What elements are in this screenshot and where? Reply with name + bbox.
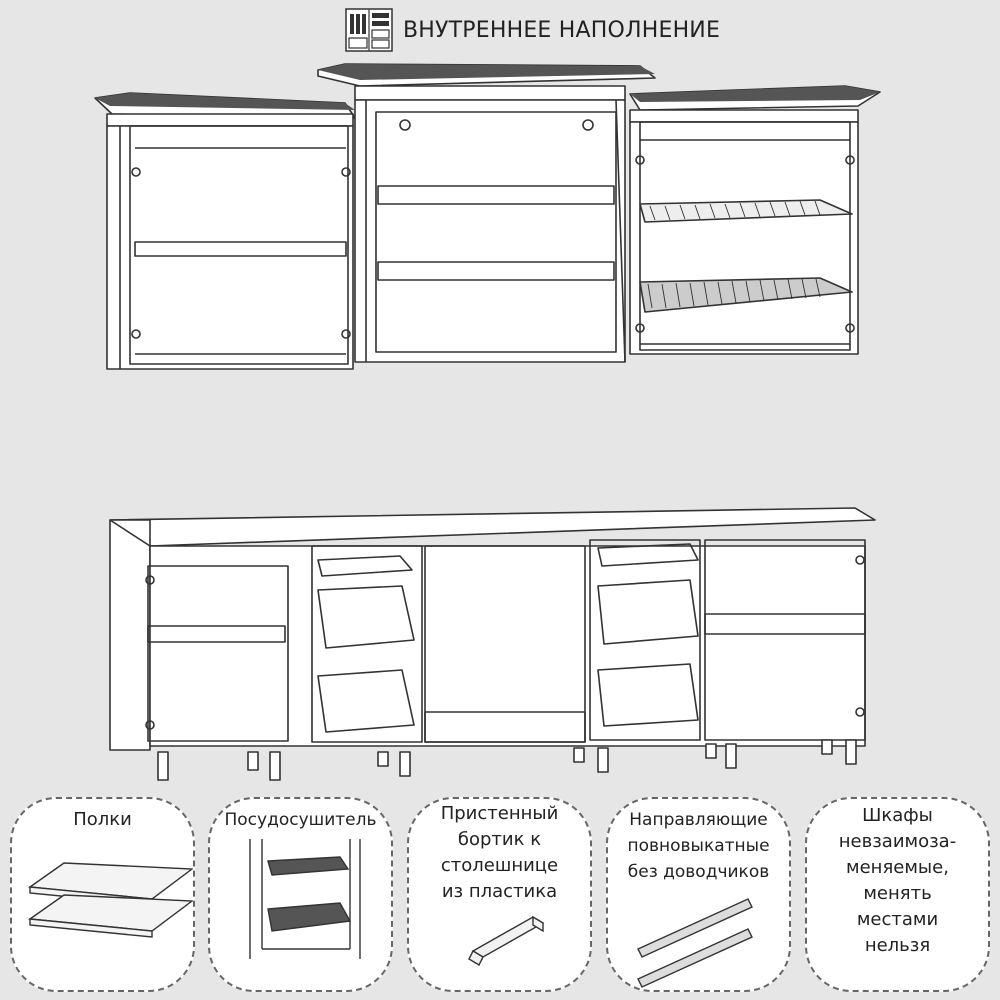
- card-label: Направляющие повновыкатные без доводчико…: [627, 810, 770, 882]
- kitchen-cabinet-icon: [345, 8, 393, 52]
- feature-card-shelves: Полки: [10, 797, 195, 992]
- drawer-slides-icon: [637, 898, 753, 988]
- feature-card-non-interchangeable: Шкафы невзаимоза- меняемые, менять места…: [805, 797, 990, 992]
- card-label: Пристенный бортик к столешнице из пласти…: [440, 803, 559, 902]
- dish-rack-icon: [249, 839, 361, 959]
- base-cabinets: [109, 507, 876, 781]
- header: ВНУТРЕННЕЕ НАПОЛНЕНИЕ: [345, 8, 720, 52]
- card-label: Полки: [73, 809, 132, 830]
- page-title: ВНУТРЕННЕЕ НАПОЛНЕНИЕ: [403, 17, 721, 43]
- plastic-edge-strip-icon: [468, 915, 545, 966]
- upper-cabinet-right: [629, 85, 881, 355]
- upper-cabinet-middle: [317, 63, 656, 363]
- feature-card-dish-rack: Посудосушитель: [208, 797, 393, 992]
- feature-card-drawer-slides: Направляющие повновыкатные без доводчико…: [606, 797, 791, 992]
- card-label: Шкафы невзаимоза- меняемые, менять места…: [838, 805, 957, 956]
- shelves-icon: [28, 862, 193, 938]
- feature-card-edge-strip: Пристенный бортик к столешнице из пласти…: [407, 797, 592, 992]
- upper-cabinet-left: [94, 92, 356, 370]
- kitchen-drawing: [94, 63, 881, 781]
- card-label: Посудосушитель: [224, 810, 377, 830]
